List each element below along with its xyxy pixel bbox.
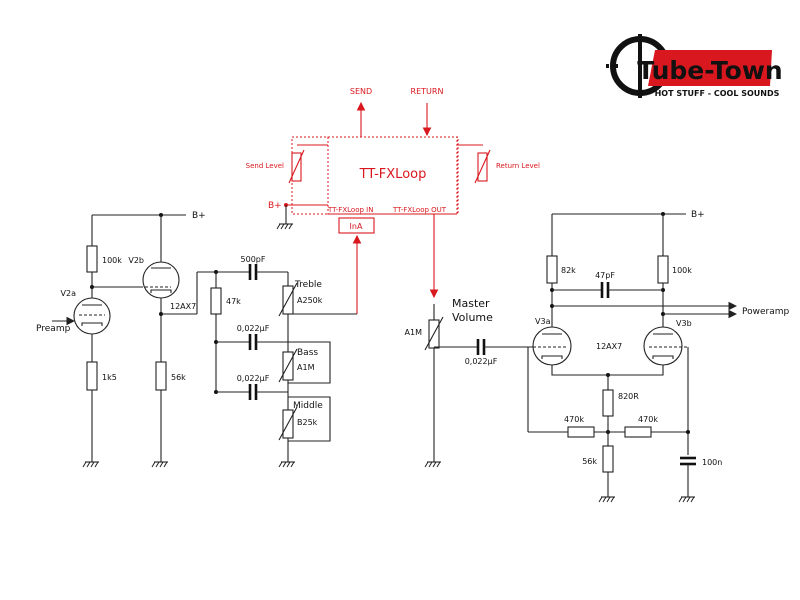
- v2b-cathode: [150, 289, 172, 293]
- bass-loop-wire: [288, 341, 331, 384]
- tube-v3a: [532, 326, 572, 366]
- v3b-grid-node: [686, 430, 690, 434]
- r-plate-b-label: 100k: [672, 266, 692, 275]
- fxloop-in-label: TT-FXLoop IN: [327, 206, 373, 214]
- pi-bplus-label: B+: [691, 210, 705, 220]
- ina-box: [338, 217, 375, 234]
- return-level-label: Return Level: [496, 162, 540, 170]
- send-label: SEND: [350, 87, 372, 96]
- r-tail-label: 820R: [618, 392, 639, 401]
- v2a-cathode: [81, 322, 103, 326]
- master-label-2: Volume: [452, 311, 493, 324]
- r-cf-56k: [155, 361, 167, 391]
- r-bias-b-label: 470k: [638, 415, 658, 424]
- treble-pot-label: A250k: [297, 296, 323, 305]
- v2a-label: V2a: [61, 289, 77, 298]
- v3b-label: V3b: [676, 319, 692, 328]
- preamp-tube-type: 12AX7: [170, 302, 196, 311]
- preamp-bplus-label: B+: [192, 211, 206, 221]
- r-cathode-1k5: [86, 361, 98, 391]
- master-ground: [424, 461, 442, 468]
- middle-label: Middle: [293, 401, 323, 411]
- middle-pot-label: B25k: [297, 418, 318, 427]
- r-slope-47k: [210, 287, 222, 315]
- tonestack-ground: [278, 461, 296, 468]
- v2b-label: V2b: [128, 256, 144, 265]
- c-grid-label: 100n: [702, 458, 722, 467]
- pi-ground: [598, 496, 616, 503]
- master-label-1: Master: [452, 297, 490, 310]
- middle-pot-wiper: [278, 406, 298, 441]
- c-grid-ground: [678, 496, 696, 503]
- pi-tube-type: 12AX7: [596, 342, 622, 351]
- logo-brand: Tube-Town: [637, 56, 782, 85]
- ina-label: InA: [350, 222, 363, 231]
- send-level-wiper: [288, 149, 305, 184]
- r-tail-820r: [602, 389, 614, 417]
- c-bass-label: 0,022µF: [237, 324, 270, 333]
- tube-v3b: [643, 326, 683, 366]
- fxloop-ground: [276, 223, 294, 230]
- mid-loop-wire: [288, 396, 331, 442]
- v3b-cathode: [652, 355, 674, 359]
- fxloop-section: TT-FXLoop SEND RETURN Send Level Return …: [246, 87, 540, 314]
- r-ground-56k: [602, 445, 614, 473]
- poweramp-label: Poweramp: [742, 307, 789, 317]
- fxloop-out-label: TT-FXLoop OUT: [392, 206, 447, 214]
- r-cathode-label: 1k5: [102, 373, 117, 382]
- return-label: RETURN: [411, 87, 444, 96]
- logo-tagline: HOT STUFF - COOL SOUNDS: [655, 89, 780, 98]
- fxloop-inner-box: [327, 136, 459, 215]
- send-level-label: Send Level: [246, 162, 284, 170]
- master-section: Master Volume A1M 0,022µF: [405, 297, 533, 468]
- fxloop-title: TT-FXLoop: [359, 167, 427, 182]
- r-bias-b-470k: [624, 426, 652, 438]
- tonestack-section: 500pF 47k Treble A250k 0,022µF Bass A1M: [196, 255, 357, 468]
- r-ground-label: 56k: [582, 457, 597, 466]
- bass-pot-label: A1M: [297, 363, 315, 372]
- bass-pot-wiper: [278, 348, 298, 383]
- fxloop-bplus-label: B+: [268, 201, 282, 211]
- master-pot-label: A1M: [405, 328, 423, 337]
- r-slope-label: 47k: [226, 297, 241, 306]
- r-plate-label: 100k: [102, 256, 122, 265]
- r-bias-a-470k: [567, 426, 595, 438]
- r-plate-a-label: 82k: [561, 266, 576, 275]
- v2a-ground: [82, 461, 100, 468]
- pi-section: B+ 82k 100k 47pF Poweramp V3a 12AX7: [527, 210, 789, 503]
- r-plate-82k: [546, 255, 558, 284]
- bass-label: Bass: [297, 348, 318, 358]
- c-coupling-label: 0,022µF: [465, 357, 498, 366]
- return-level-wiper: [474, 149, 491, 184]
- r-bias-a-label: 470k: [564, 415, 584, 424]
- r-plate-100k: [86, 245, 98, 273]
- preamp-section: B+ 100k V2a Preamp 1k5 V2b 12AX7 56k: [36, 211, 206, 468]
- logo-banner: [648, 50, 772, 86]
- v2b-ground: [151, 461, 169, 468]
- c-mid-label: 0,022µF: [237, 374, 270, 383]
- r-cf-label: 56k: [171, 373, 186, 382]
- v3a-cathode: [541, 355, 563, 359]
- preamp-input-label: Preamp: [36, 324, 71, 334]
- tube-v2b: [142, 261, 180, 299]
- r-plate-100k-b: [657, 255, 669, 284]
- tube-v2a: [73, 297, 111, 335]
- c-treble-label: 500pF: [241, 255, 266, 264]
- treble-pot-wiper: [278, 282, 298, 317]
- c-plate-label: 47pF: [595, 271, 615, 280]
- treble-label: Treble: [294, 280, 322, 290]
- master-pot-wiper: [424, 316, 444, 351]
- tube-town-logo: Tube-Town HOT STUFF - COOL SOUNDS: [606, 34, 783, 98]
- v3a-label: V3a: [535, 317, 551, 326]
